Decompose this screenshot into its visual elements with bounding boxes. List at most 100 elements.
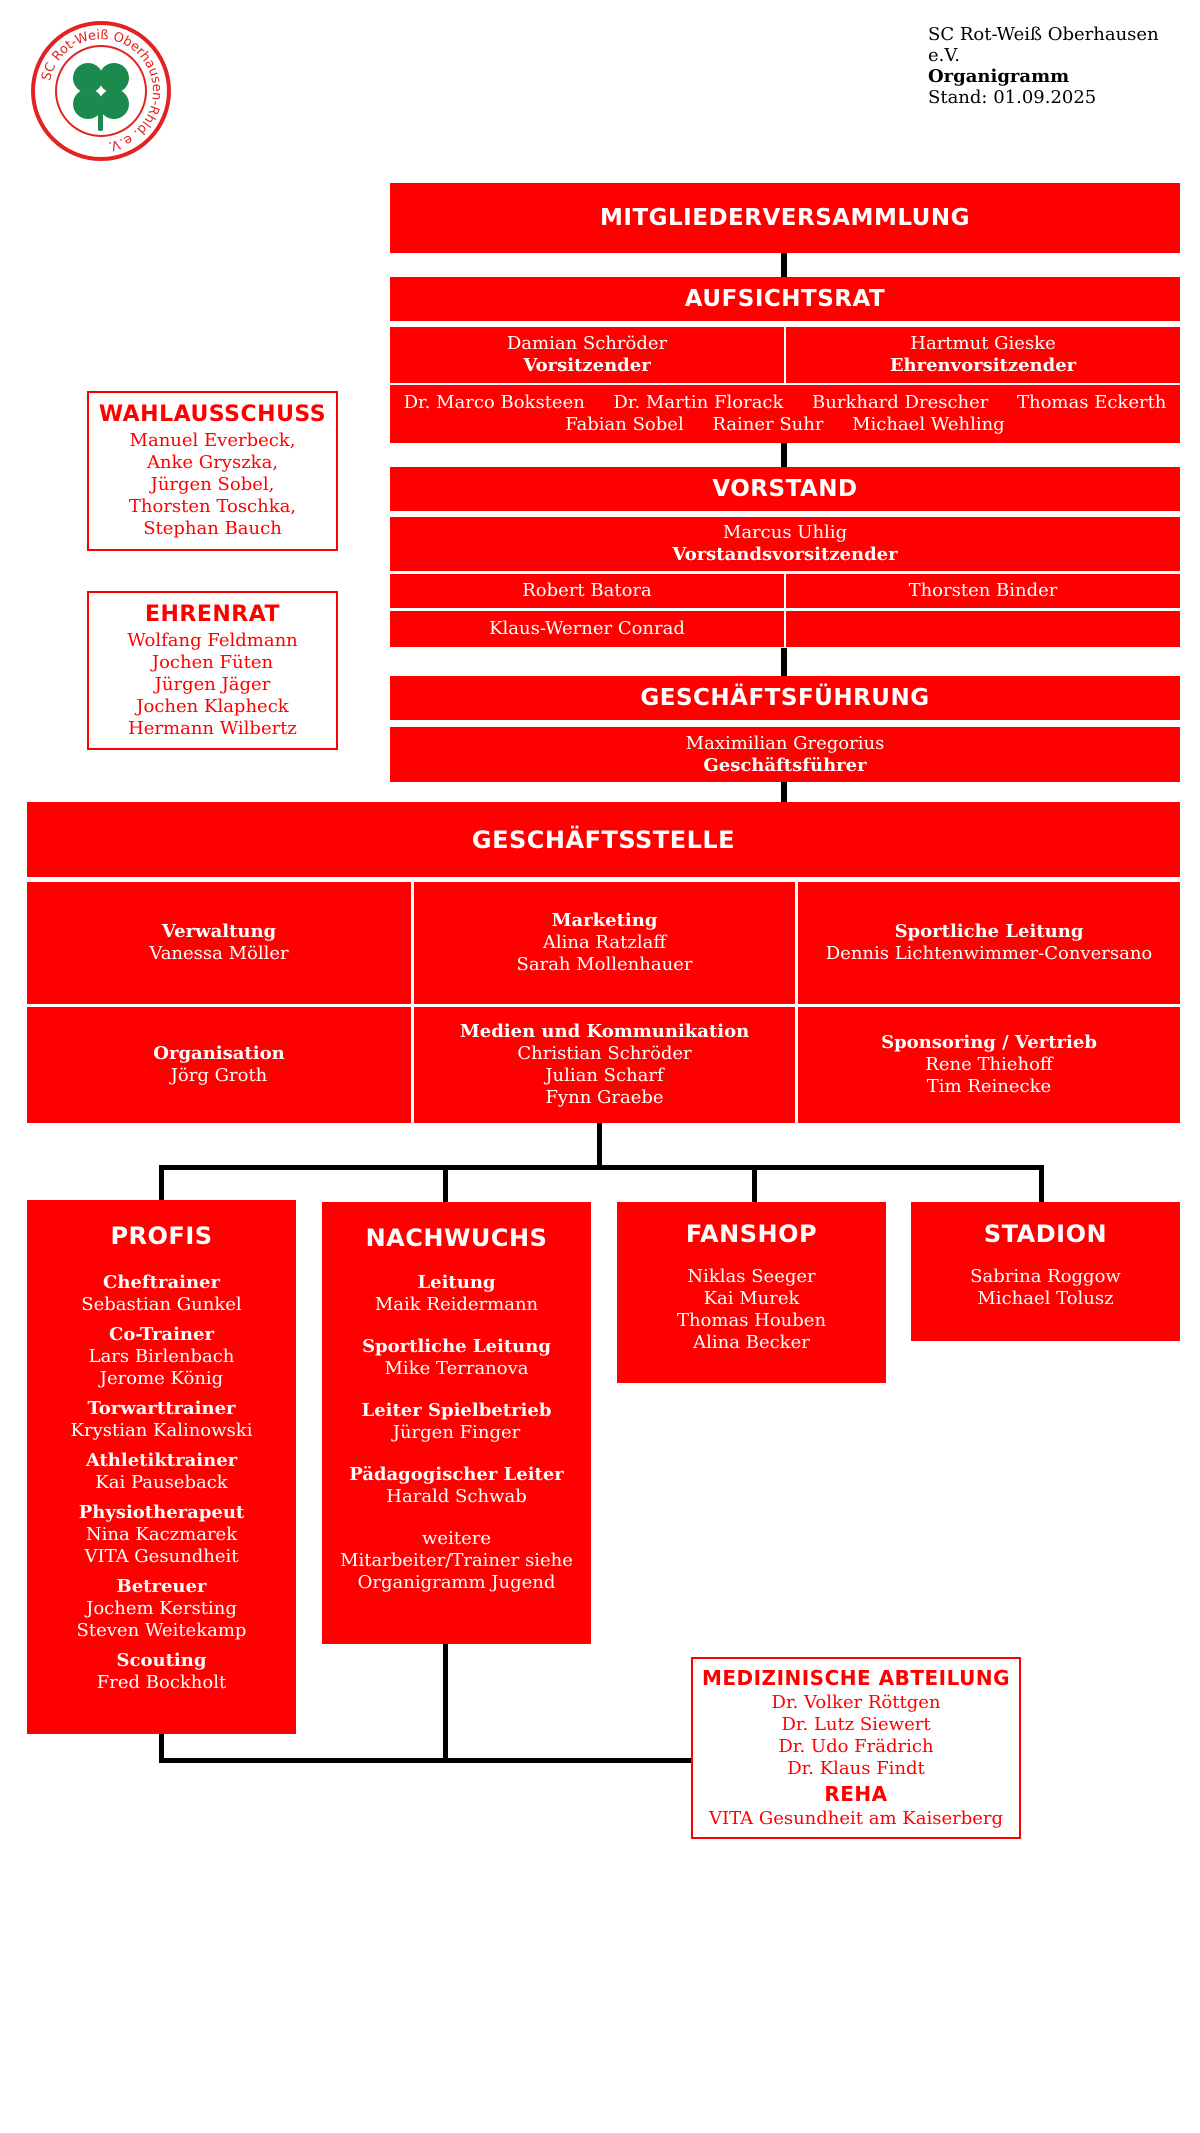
stadion-title: STADION <box>983 1220 1108 1248</box>
wahlausschuss-member: Anke Gryszka, <box>146 452 279 473</box>
nachwuchs-note-line: Organigramm Jugend <box>357 1572 556 1593</box>
org-name: SC Rot-Weiß Oberhausen e.V. <box>928 24 1159 66</box>
gs-cell-organisation: Organisation Jörg Groth <box>27 1007 411 1123</box>
ehrenrat-member: Jochen Füten <box>151 651 274 673</box>
profis-name: Nina Kaczmarek <box>85 1524 238 1545</box>
profis-name: VITA Gesundheit <box>84 1546 239 1567</box>
gs-cell-name: Sarah Mollenhauer <box>516 954 693 975</box>
reha-name: VITA Gesundheit am Kaiserberg <box>708 1808 1004 1829</box>
gs-cell-name: Tim Reinecke <box>926 1076 1052 1097</box>
nachwuchs-title: NACHWUCHS <box>365 1224 548 1252</box>
medizin-name: Dr. Udo Frädrich <box>778 1736 934 1757</box>
aufsichtsrat-members: Dr. Marco Boksteen Dr. Martin Florack Bu… <box>390 385 1180 443</box>
geschaeftsfuehrung-role: Geschäftsführer <box>703 754 867 776</box>
connector-line <box>443 1643 448 1763</box>
profis-name: Steven Weitekamp <box>76 1620 247 1641</box>
aufsichtsrat-honor: Hartmut Gieske Ehrenvorsitzender <box>786 327 1180 383</box>
profis-name: Fred Bockholt <box>96 1672 227 1693</box>
medizin-name: Dr. Lutz Siewert <box>781 1714 931 1735</box>
gs-cell-name: Julian Scharf <box>545 1065 664 1086</box>
wahlausschuss-box: WAHLAUSSCHUSS Manuel Everbeck, Anke Grys… <box>87 391 338 551</box>
ehrenrat-member: Hermann Wilbertz <box>128 717 297 739</box>
fanshop-name: Kai Murek <box>703 1288 800 1309</box>
vorstand-title-box: VORSTAND <box>390 467 1180 511</box>
vorstand-chair-name: Marcus Uhlig <box>722 522 848 543</box>
connector-line <box>781 252 787 278</box>
nachwuchs-role: Pädagogischer Leiter <box>349 1464 564 1485</box>
gs-cell-head: Medien und Kommunikation <box>459 1021 750 1042</box>
profis-name: Jerome König <box>99 1368 224 1389</box>
profis-role: Co-Trainer <box>109 1324 214 1345</box>
vorstand-member-name: Robert Batora <box>522 580 652 601</box>
club-logo: SC Rot-Weiß Oberhausen-Rhld. e.V. <box>30 20 172 162</box>
gs-cell-sportliche-leitung: Sportliche Leitung Dennis Lichtenwimmer-… <box>798 882 1180 1004</box>
connector-line <box>597 1123 602 1168</box>
ehrenrat-member: Jochen Klapheck <box>136 695 289 717</box>
wahlausschuss-title: WAHLAUSSCHUSS <box>98 402 327 427</box>
geschaeftsfuehrung-title-box: GESCHÄFTSFÜHRUNG <box>390 676 1180 720</box>
nachwuchs-name: Mike Terranova <box>384 1358 529 1379</box>
profis-name: Jochem Kersting <box>86 1598 237 1619</box>
gs-cell-marketing: Marketing Alina Ratzlaff Sarah Mollenhau… <box>414 882 795 1004</box>
gs-cell-name: Alina Ratzlaff <box>542 932 667 953</box>
vorstand-chair-role: Vorstandsvorsitzender <box>672 544 898 565</box>
gs-cell-name: Rene Thiehoff <box>925 1054 1053 1075</box>
profis-name: Kai Pauseback <box>95 1472 228 1493</box>
fanshop-box: FANSHOP Niklas Seeger Kai Murek Thomas H… <box>617 1202 886 1383</box>
nachwuchs-note-line: Mitarbeiter/Trainer siehe <box>340 1550 573 1571</box>
gs-cell-name: Dennis Lichtenwimmer-Conversano <box>825 943 1153 964</box>
wahlausschuss-member: Manuel Everbeck, <box>129 430 296 451</box>
profis-role: Betreuer <box>116 1576 207 1597</box>
grid-divider <box>27 1004 1180 1007</box>
header-block: SC Rot-Weiß Oberhausen e.V. Organigramm … <box>928 24 1190 108</box>
gs-cell-head: Sponsoring / Vertrieb <box>881 1032 1097 1053</box>
nachwuchs-note-line: weitere <box>422 1528 491 1549</box>
gs-cell-head: Verwaltung <box>161 921 277 942</box>
nachwuchs-name: Harald Schwab <box>386 1486 527 1507</box>
geschaeftsfuehrung-name: Maximilian Gregorius <box>685 732 885 754</box>
profis-role: Physiotherapeut <box>78 1502 245 1523</box>
geschaeftsstelle-title-box: GESCHÄFTSSTELLE <box>27 802 1180 877</box>
profis-role: Athletiktrainer <box>85 1450 238 1471</box>
mitgliederversammlung-title: MITGLIEDERVERSAMMLUNG <box>600 205 970 231</box>
connector-line <box>781 442 787 468</box>
connector-line <box>159 1758 692 1763</box>
reha-title: REHA <box>824 1782 888 1806</box>
geschaeftsfuehrung-title: GESCHÄFTSFÜHRUNG <box>640 685 930 711</box>
gs-cell-head: Organisation <box>153 1043 285 1064</box>
medizin-title: MEDIZINISCHE ABTEILUNG <box>701 1666 1011 1690</box>
gs-cell-name: Jörg Groth <box>170 1065 268 1086</box>
nachwuchs-role: Leitung <box>417 1272 496 1293</box>
geschaeftsstelle-grid <box>27 882 1180 1123</box>
wahlausschuss-member: Thorsten Toschka, <box>128 496 297 517</box>
ehrenrat-title: EHRENRAT <box>144 601 281 627</box>
connector-line <box>1039 1165 1044 1203</box>
mitgliederversammlung-box: MITGLIEDERVERSAMMLUNG <box>390 183 1180 253</box>
nachwuchs-role: Sportliche Leitung <box>362 1336 551 1357</box>
profis-role: Cheftrainer <box>103 1272 220 1293</box>
grid-divider <box>411 882 414 1123</box>
vorstand-member: Klaus-Werner Conrad <box>390 611 784 647</box>
connector-line <box>159 1165 164 1201</box>
gs-cell-verwaltung: Verwaltung Vanessa Möller <box>27 882 411 1004</box>
gs-cell-sponsoring: Sponsoring / Vertrieb Rene Thiehoff Tim … <box>798 1007 1180 1123</box>
aufsichtsrat-chair-role: Vorsitzender <box>523 355 651 376</box>
fanshop-title: FANSHOP <box>685 1220 818 1248</box>
nachwuchs-role: Leiter Spielbetrieb <box>361 1400 552 1421</box>
profis-name: Sebastian Gunkel <box>81 1294 242 1315</box>
geschaeftsfuehrung-person: Maximilian Gregorius Geschäftsführer <box>390 727 1180 782</box>
doc-title: Organigramm <box>928 66 1070 87</box>
vorstand-member: Thorsten Binder <box>786 574 1180 608</box>
aufsichtsrat-honor-name: Hartmut Gieske <box>910 333 1056 354</box>
wahlausschuss-member: Jürgen Sobel, <box>150 474 275 495</box>
